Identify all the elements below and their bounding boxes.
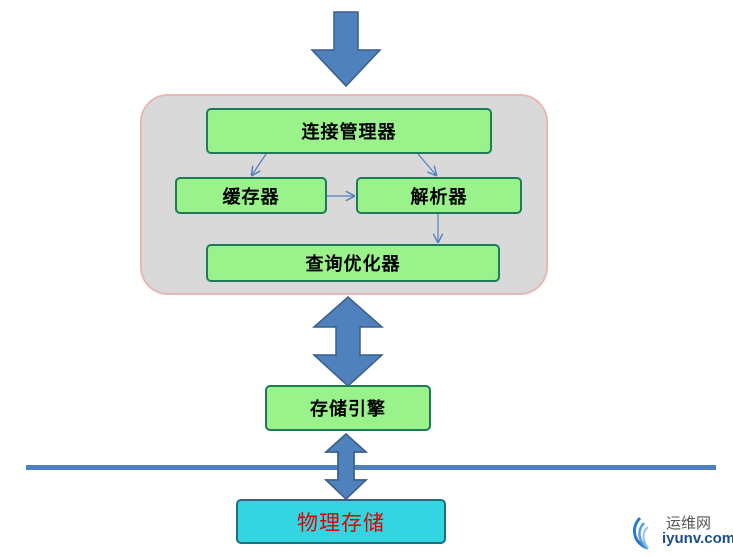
connector-to-cache-arrow <box>252 153 267 175</box>
storage-engine-box: 存储引擎 <box>265 385 431 431</box>
watermark-en-text: iyunv.com <box>662 530 733 547</box>
watermark: 运维网 iyunv.com <box>628 508 733 554</box>
connection-manager-box: 连接管理器 <box>206 108 492 154</box>
input-down-arrow <box>310 11 382 88</box>
layer-divider-line <box>26 465 716 470</box>
query-optimizer-box: 查询优化器 <box>206 244 500 282</box>
watermark-cn-text: 运维网 <box>666 514 712 532</box>
parser-box: 解析器 <box>356 177 522 214</box>
physical-storage-box: 物理存储 <box>236 499 446 544</box>
connector-to-parser-arrow <box>417 153 436 175</box>
watermark-logo-icon <box>632 516 649 550</box>
storage-physical-double-arrow-overlay <box>324 432 368 501</box>
cache-box: 缓存器 <box>175 177 327 214</box>
